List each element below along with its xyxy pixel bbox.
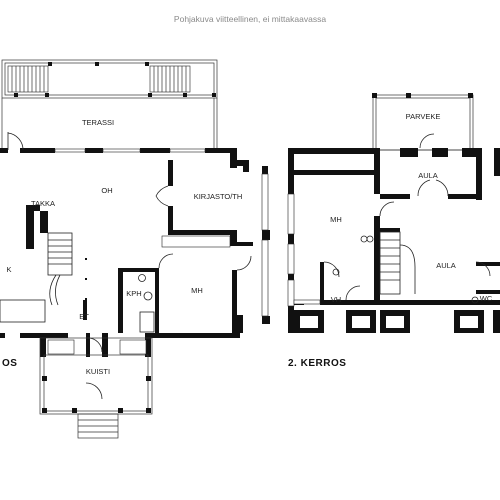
room-label-wc: WC <box>480 294 493 303</box>
floor-1-interior <box>0 132 253 353</box>
room-label-aula-top: AULA <box>418 171 438 180</box>
room-label-vh: VH <box>331 295 341 304</box>
room-label-kuisti: KUISTI <box>86 367 110 376</box>
room-label-kirjasto: KIRJASTO/TH <box>194 192 243 201</box>
plan-caption: Pohjakuva viitteellinen, ei mittakaavass… <box>174 14 326 24</box>
room-label-mh: MH <box>191 286 203 295</box>
room-label-oh: OH <box>101 186 112 195</box>
floor-2-title: 2. KERROS <box>288 358 346 369</box>
floor-1-title: OS <box>2 358 17 369</box>
floor-1: TERASSI OH KIRJASTO/TH TAKKA K KPH MH ET… <box>0 59 270 439</box>
room-label-takka: TAKKA <box>31 199 55 208</box>
floor-1-walls <box>0 148 270 357</box>
room-label-aula: AULA <box>436 261 456 270</box>
floor-2: PARVEKE AULA MH AULA VH WC 2. KERROS <box>287 93 500 369</box>
room-label-mh-2: MH <box>330 215 342 224</box>
room-label-k: K <box>6 265 11 274</box>
balcony-parveke <box>372 93 474 151</box>
top-deck-railing <box>1 59 218 150</box>
floor-2-walls <box>287 148 500 333</box>
room-label-parveke: PARVEKE <box>406 112 441 121</box>
room-label-kph: KPH <box>126 289 141 298</box>
porch-kuisti <box>39 337 153 439</box>
room-label-terassi: TERASSI <box>82 118 114 127</box>
floor-2-interior <box>323 179 491 304</box>
room-label-et: ET <box>79 312 89 321</box>
